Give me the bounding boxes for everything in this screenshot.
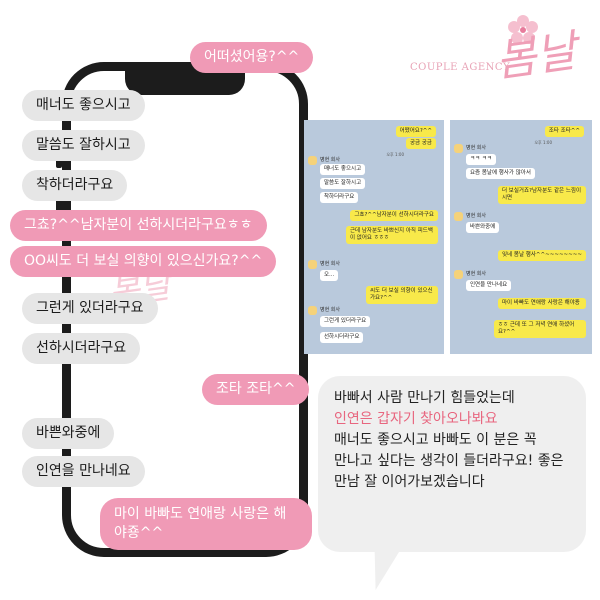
brand-logo: 봄날 COUPLE AGENCY bbox=[400, 10, 590, 110]
mini-sender-name: 병현 회사 bbox=[466, 145, 486, 151]
mini-timestamp: 오후 1:00 bbox=[534, 140, 552, 145]
chat-bubble-client: 인연을 만나네요 bbox=[22, 456, 145, 487]
phone-notch bbox=[125, 69, 245, 95]
mini-message-sent: 궁금 궁금 bbox=[406, 138, 436, 149]
chat-bubble-client: 선하시더라구요 bbox=[22, 333, 141, 364]
mini-message-received: 인연을 만나네요 bbox=[466, 280, 512, 291]
mini-message-received: 착하더라구요 bbox=[320, 192, 359, 203]
chat-bubble-client: 매너도 좋으시고 bbox=[22, 90, 145, 121]
chat-bubble-client: 말씀도 잘하시고 bbox=[22, 130, 145, 161]
mini-sender-name: 병현 회사 bbox=[320, 157, 340, 163]
mini-message-sent: ㅎㅎ 근데 또 그 저녁 연애 하셨어요?^^ bbox=[494, 320, 586, 338]
mini-message-received: 매너도 좋으시고 bbox=[320, 164, 366, 175]
testimonial-speech-bubble: 바빠서 사람 만나기 힘들었는데 인연은 갑자기 찾아오나봐요 매너도 좋으시고… bbox=[318, 376, 586, 552]
mini-sender-name: 병현 회사 bbox=[466, 213, 486, 219]
chat-screenshot-thumbnail: 어땠어요?^^ 궁금 궁금 오후 1:00 병현 회사 매너도 좋으시고 말씀도… bbox=[304, 120, 444, 354]
testimonial-highlight: 인연은 갑자기 찾아오나봐요 bbox=[334, 411, 498, 427]
testimonial-line: 바빠서 사람 만나기 힘들었는데 bbox=[334, 390, 515, 406]
mini-avatar bbox=[308, 156, 317, 165]
mini-message-received: ㅋㅋ ㅋㅋ bbox=[466, 154, 496, 165]
mini-avatar bbox=[308, 306, 317, 315]
mini-message-received: 오... bbox=[320, 270, 339, 281]
mini-avatar bbox=[454, 144, 463, 153]
mini-message-received: 요즘 봄날에 행사가 많아서 bbox=[466, 168, 535, 179]
chat-bubble-client: 바쁜와중에 bbox=[22, 418, 115, 449]
mini-sender-name: 병현 회사 bbox=[320, 261, 340, 267]
mini-message-sent: 조타 조타^^ bbox=[544, 126, 584, 137]
brand-subtitle: COUPLE AGENCY bbox=[410, 62, 511, 73]
mini-avatar bbox=[454, 270, 463, 279]
chat-bubble-agent: 마이 바빠도 연애랑 사랑은 해야죵^^ bbox=[100, 498, 312, 550]
chat-bubble-agent: OO씨도 더 보실 의향이 있으신가요?^^ bbox=[10, 246, 277, 277]
cherry-blossom-icon bbox=[508, 15, 538, 44]
mini-timestamp: 오후 1:00 bbox=[386, 152, 404, 157]
mini-message-received: 말씀도 잘하시고 bbox=[320, 178, 366, 189]
mini-sender-name: 병현 회사 bbox=[466, 271, 486, 277]
mini-message-sent: 그쵸?^^남자분이 선하시더라구요 bbox=[350, 210, 438, 221]
chat-screenshot-thumbnail: 조타 조타^^ 오후 1:00 병현 회사 ㅋㅋ ㅋㅋ 요즘 봄날에 행사가 많… bbox=[450, 120, 592, 354]
brand-script-logo: 봄날 bbox=[492, 25, 580, 88]
mini-message-sent: 근데 남자분도 바쁘신지 아직 피드백이 없어요 ㅎㅎㅎ bbox=[346, 226, 438, 244]
mini-message-sent: 어땠어요?^^ bbox=[395, 126, 436, 137]
mini-message-sent: 잊네 봄날 행사^^~~~~~~~~ bbox=[498, 250, 586, 261]
chat-bubble-agent: 그쵸?^^남자분이 선하시더라구요ㅎㅎ bbox=[10, 210, 267, 241]
mini-avatar bbox=[308, 260, 317, 269]
mini-message-sent: 더 보실거죠?남자분도 같은 느낌이시면 bbox=[498, 186, 586, 204]
chat-bubble-client: 그런게 있더라구요 bbox=[22, 293, 158, 324]
mini-message-received: 바쁜와중에 bbox=[466, 222, 500, 233]
chat-bubble-agent: 어떠셨어용?^^ bbox=[190, 42, 314, 73]
chat-bubble-agent: 조타 조타^^ bbox=[202, 374, 310, 405]
mini-message-sent: 씨도 더 보실 의향이 있으신가요?^^ bbox=[366, 286, 438, 304]
testimonial-line: 매너도 좋으시고 바빠도 이 분은 꼭 만나고 싶다는 생각이 들더라구요! 좋… bbox=[334, 432, 564, 490]
mini-message-sent: 마이 바빠도 연애랑 사랑은 해야죵 bbox=[498, 298, 586, 309]
mini-message-received: 그런게 있더라구요 bbox=[320, 316, 371, 327]
mini-avatar bbox=[454, 212, 463, 221]
mini-sender-name: 병현 회사 bbox=[320, 307, 340, 313]
mini-message-received: 선하시더라구요 bbox=[320, 332, 364, 343]
chat-bubble-client: 착하더라구요 bbox=[22, 170, 128, 201]
